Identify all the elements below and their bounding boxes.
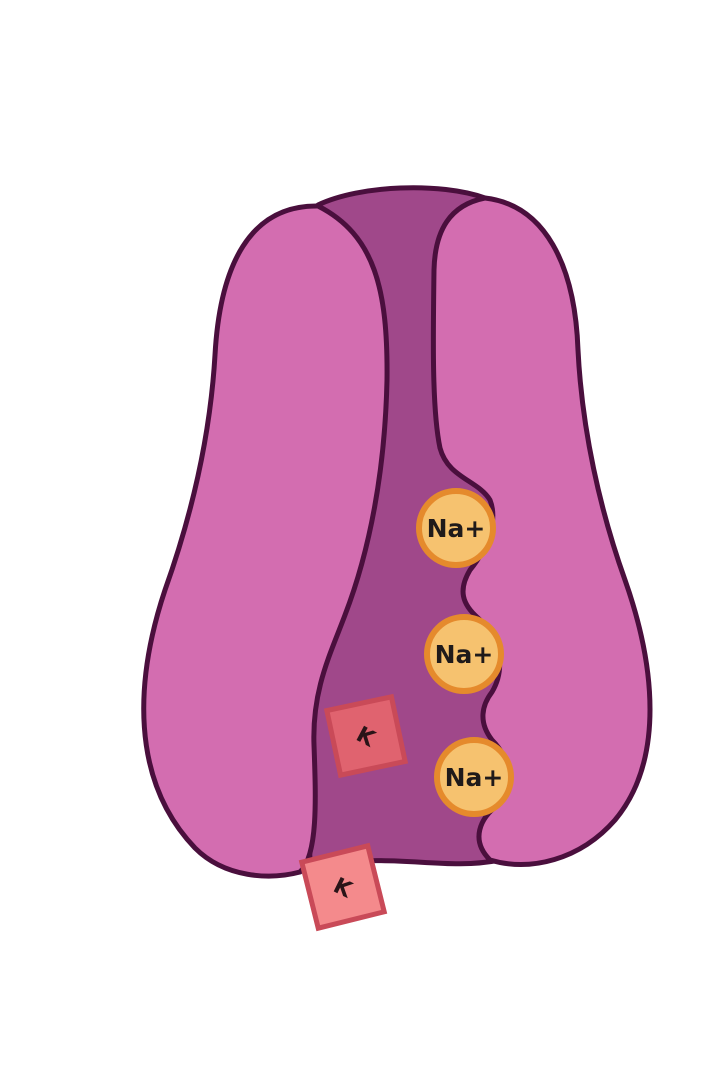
sodium-ion: Na+ <box>434 737 514 817</box>
sodium-ion-label: Na+ <box>445 763 504 792</box>
sodium-ion: Na+ <box>424 614 504 694</box>
protein-left-lobe <box>141 203 390 879</box>
sodium-ion-label: Na+ <box>427 514 486 543</box>
sodium-ion: Na+ <box>416 488 496 568</box>
potassium-ion: K <box>298 842 388 932</box>
sodium-ion-label: Na+ <box>435 640 494 669</box>
potassium-ion: K <box>323 693 409 779</box>
